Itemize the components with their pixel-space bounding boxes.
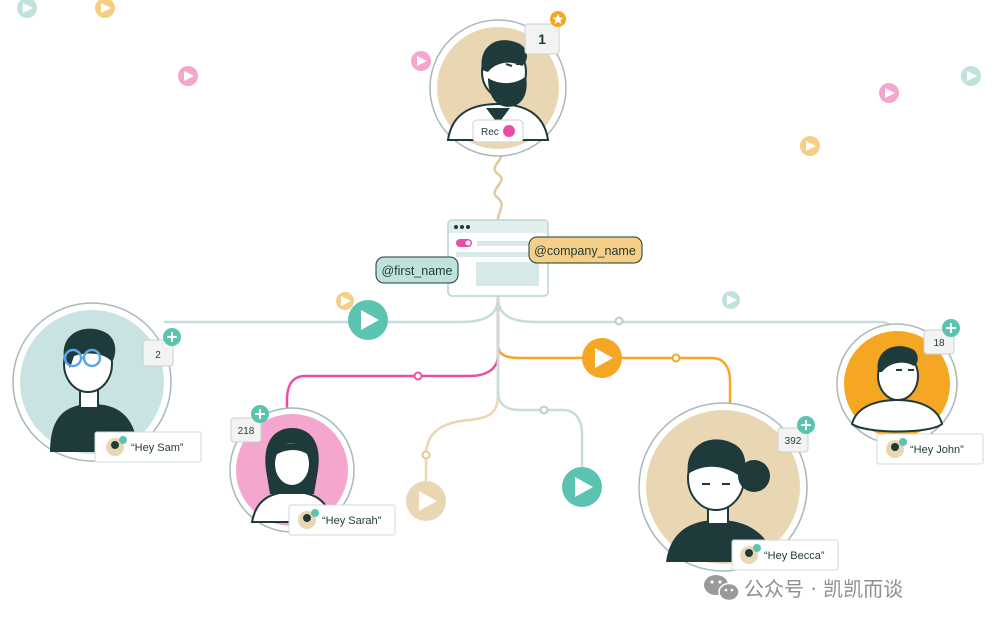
play-icon[interactable] [961, 66, 981, 86]
john-count-badge [923, 329, 955, 355]
sarah-greeting-text: “Hey Sarah” [322, 515, 382, 527]
play-button-large-beige[interactable] [406, 481, 446, 521]
play-icon[interactable] [17, 0, 37, 18]
play-icon[interactable] [336, 292, 354, 310]
play-icon[interactable] [879, 83, 899, 103]
line-to-sarah [285, 296, 500, 414]
play-icon[interactable] [178, 66, 198, 86]
sam-greeting-chip: “Hey Sam” [94, 431, 202, 463]
message-template-card [447, 219, 549, 297]
sarah-greeting-chip: “Hey Sarah” [288, 504, 396, 536]
recipient-sam: 2 “Hey Sam” [12, 302, 202, 463]
john-avatar [850, 346, 944, 433]
line-to-john [496, 296, 898, 342]
play-icon[interactable] [95, 0, 115, 18]
line-grey-branch [496, 296, 584, 470]
sam-greeting-text: “Hey Sam” [131, 442, 184, 454]
floating-play-icons [17, 0, 981, 521]
rec-label: Rec [481, 127, 499, 138]
sender-squiggle-line [493, 148, 503, 222]
recipient-john: 18 “Hey John” [836, 319, 984, 465]
sender-count-badge [524, 23, 560, 55]
becca-greeting-text: “Hey Becca” [764, 550, 825, 562]
add-sarah-button[interactable] [251, 405, 269, 423]
company-name-tag[interactable]: @company_name [528, 236, 643, 264]
sam-count-text: 2 [155, 350, 161, 361]
recipient-sarah: 218 “Hey Sarah” [229, 405, 396, 536]
play-button-large-yellow[interactable] [582, 338, 622, 378]
add-becca-button[interactable] [797, 416, 815, 434]
first-name-tag-text: @first_name [381, 264, 452, 278]
star-icon [550, 11, 566, 27]
becca-count-text: 392 [785, 436, 802, 447]
john-greeting-text: “Hey John” [910, 444, 964, 456]
sam-count-badge [142, 339, 174, 367]
play-button-large-teal-bottom[interactable] [562, 467, 602, 507]
add-sam-button[interactable] [163, 328, 181, 346]
john-count-text: 18 [933, 338, 945, 349]
record-dot-icon [503, 125, 515, 137]
john-greeting-chip: “Hey John” [876, 433, 984, 465]
watermark: 公众号 · 凯凯而谈 [704, 575, 903, 602]
sender-count-text: 1 [538, 31, 546, 47]
watermark-text: 公众号 · 凯凯而谈 [744, 577, 903, 601]
play-icon[interactable] [722, 291, 740, 309]
becca-greeting-chip: “Hey Becca” [731, 539, 839, 571]
first-name-tag[interactable]: @first_name [375, 256, 459, 284]
wechat-icon [704, 575, 740, 602]
line-nodes [413, 316, 681, 460]
play-button-large-teal[interactable] [348, 300, 388, 340]
sarah-count-text: 218 [238, 426, 255, 437]
recipient-becca: 392 “Hey Becca” [638, 402, 839, 572]
play-icon[interactable] [411, 51, 431, 71]
sarah-count-badge [230, 417, 262, 443]
sender-node: 1 Rec [429, 11, 567, 157]
company-name-tag-text: @company_name [534, 244, 636, 258]
add-john-button[interactable] [942, 319, 960, 337]
line-beige-branch [424, 296, 500, 482]
rec-button[interactable]: Rec [472, 119, 524, 143]
play-icon[interactable] [800, 136, 820, 156]
line-to-sam [163, 296, 500, 324]
becca-count-badge [777, 427, 809, 453]
